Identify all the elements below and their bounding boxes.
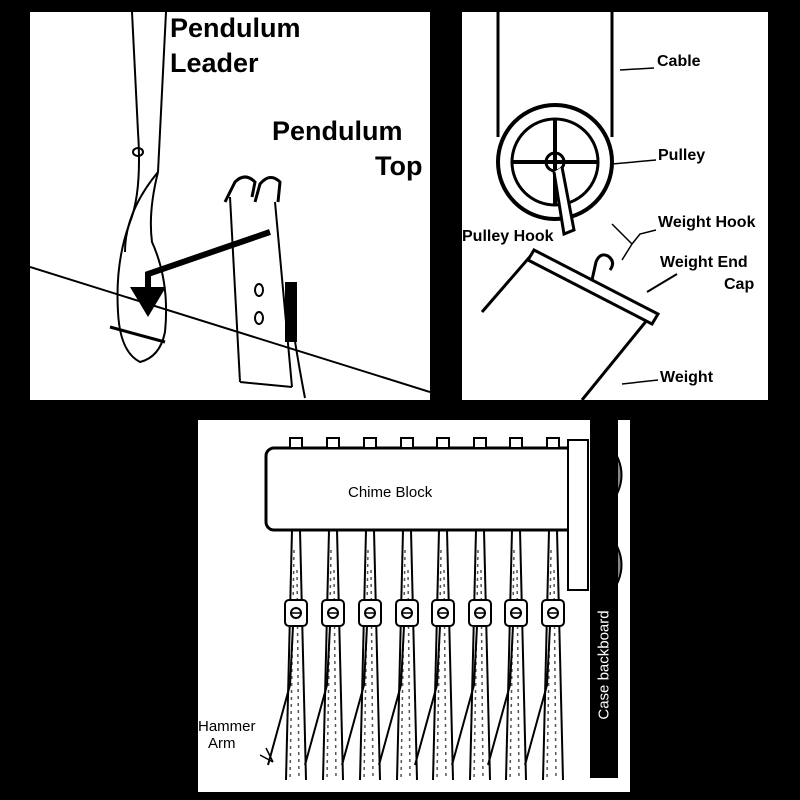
label-weight-hook: Weight Hook xyxy=(658,214,756,231)
hammer-arm xyxy=(267,625,294,766)
label-pulley-hook: Pulley Hook xyxy=(462,228,554,245)
chime-panel: Chime Block Hammer Arm Case backboard xyxy=(198,420,630,792)
chime-illustration xyxy=(259,420,623,781)
leader-weight-hook xyxy=(611,223,657,261)
hammer-arm xyxy=(451,625,478,766)
case-backboard xyxy=(590,420,618,778)
weight-hook xyxy=(590,253,615,281)
arrow-head xyxy=(130,287,166,317)
pendulum-top-plate xyxy=(285,282,297,342)
pendulum-top-bracket xyxy=(229,196,293,388)
pendulum-panel: Pendulum Leader Pendulum Top xyxy=(30,12,430,400)
label-weight: Weight xyxy=(660,369,714,386)
leader-end-cap xyxy=(646,273,678,293)
chime-peg xyxy=(400,437,414,449)
leader-screw xyxy=(132,147,144,157)
shelf-line xyxy=(30,266,430,393)
leader-cable xyxy=(619,67,655,71)
hammer-arm xyxy=(414,625,441,766)
chime-peg xyxy=(289,437,303,449)
label-weight-end-cap-1: Weight End xyxy=(660,254,748,271)
chime-rod xyxy=(396,529,418,781)
chime-peg xyxy=(473,437,487,449)
leader-pin xyxy=(109,325,166,344)
label-cable: Cable xyxy=(657,53,701,70)
label-pulley: Pulley xyxy=(658,147,706,164)
pendulum-illustration xyxy=(30,12,430,399)
arrow-shaft xyxy=(145,229,271,292)
leader-hammer-arm xyxy=(259,747,274,763)
hammer-arm xyxy=(378,625,405,766)
chime-rod xyxy=(322,529,344,781)
chime-peg xyxy=(509,437,523,449)
weight-end-cap xyxy=(525,248,661,326)
label-hammer-arm-1: Hammer xyxy=(198,718,256,735)
chime-rod xyxy=(432,529,454,781)
chime-peg xyxy=(436,437,450,449)
chime-peg xyxy=(326,437,340,449)
bracket-hole-2 xyxy=(254,311,264,325)
chime-rod xyxy=(505,529,527,781)
hammer-arm xyxy=(487,625,514,766)
chime-rod xyxy=(542,529,564,781)
label-weight-end-cap-2: Cap xyxy=(724,276,755,293)
chime-peg xyxy=(363,437,377,449)
chime-rod xyxy=(285,529,307,781)
chime-peg xyxy=(546,437,560,449)
label-pendulum-top-1: Pendulum xyxy=(272,116,403,146)
weight-illustration xyxy=(480,12,678,400)
leader-pulley xyxy=(611,159,657,165)
pendulum-wire xyxy=(291,321,306,399)
chime-block-mount xyxy=(567,439,589,591)
pendulum-leader xyxy=(116,12,168,364)
chime-rod xyxy=(469,529,491,781)
leader-twist xyxy=(124,171,159,253)
hammer-arm xyxy=(524,625,551,766)
label-pendulum-top-2: Top xyxy=(375,151,423,181)
pulley-hook-arm xyxy=(552,166,576,237)
pendulum-top-hooks xyxy=(223,175,282,203)
label-case-backboard: Case backboard xyxy=(595,610,613,720)
hammer-arm xyxy=(341,625,368,766)
pulley-outer xyxy=(496,103,614,221)
bracket-hole-1 xyxy=(254,283,264,297)
leader-weight xyxy=(621,379,659,385)
label-pendulum-leader-2: Leader xyxy=(170,48,259,78)
hammer-arm xyxy=(304,625,331,766)
label-pendulum-leader-1: Pendulum xyxy=(170,13,301,43)
weight-panel: Cable Pulley Weight Hook Pulley Hook Wei… xyxy=(462,12,768,400)
label-hammer-arm-2: Arm xyxy=(208,735,236,752)
label-chime-block: Chime Block xyxy=(348,484,433,501)
chime-rod xyxy=(359,529,381,781)
